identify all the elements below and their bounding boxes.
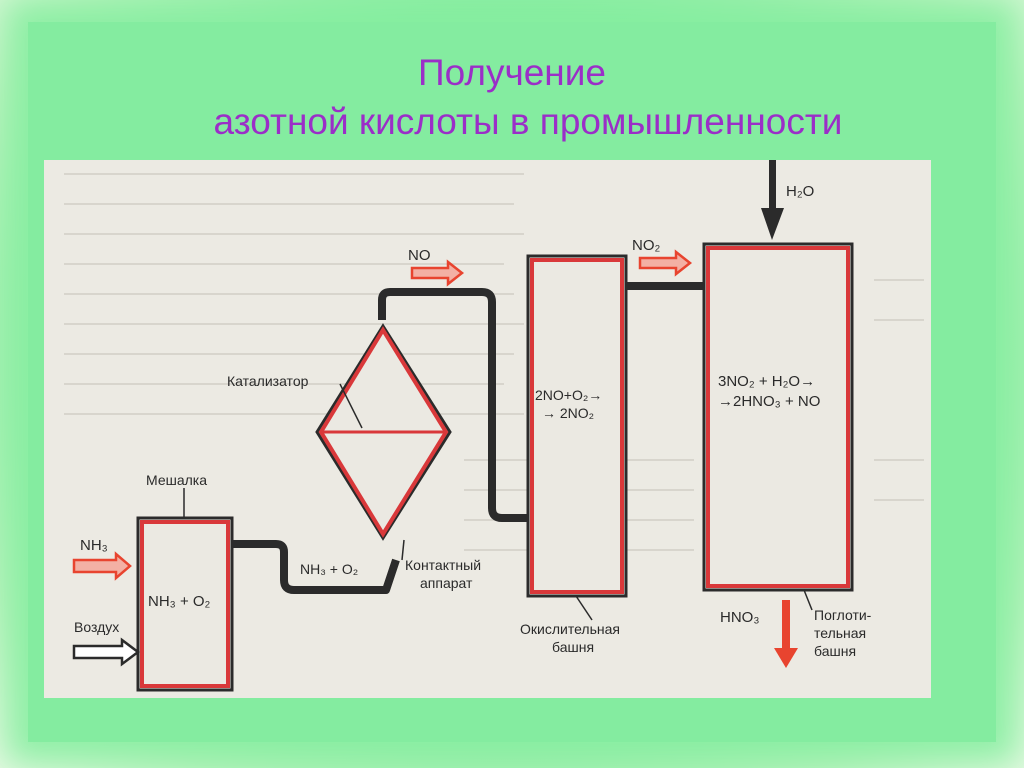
pipe-formula: NH₃ + O₂ <box>300 561 358 577</box>
contact-reactor <box>318 326 449 538</box>
hno3-label: HNO₃ <box>720 609 759 626</box>
no-label: NO <box>408 247 431 264</box>
contact-label-line-1: Контактный <box>405 557 481 573</box>
contact-label-line-2: аппарат <box>420 575 473 591</box>
air-inlet-arrow <box>72 637 141 667</box>
absorption-label-line-1: Поглоти- <box>814 607 872 623</box>
absorption-label-line-2: тельная <box>814 625 866 641</box>
oxidation-formula-line-1: 2NO+O₂→ <box>535 387 602 403</box>
mixer-formula: NH₃ + O₂ <box>148 593 211 610</box>
oxidation-label-line-2: башня <box>552 639 594 655</box>
no2-flow-arrow <box>638 249 693 277</box>
absorption-tower <box>706 246 850 588</box>
no-flow-arrow <box>410 259 465 287</box>
nh3-inlet-arrow <box>72 551 132 581</box>
slide-title-line-2: азотной кислоты в промышленности <box>213 101 843 142</box>
air-input-label: Воздух <box>74 619 119 635</box>
absorption-formula-line-2: →2HNO₃ + NO <box>718 393 820 410</box>
oxidation-label-line-1: Окислительная <box>520 621 620 637</box>
nh3-input-label: NH₃ <box>80 537 108 554</box>
h2o-label: H₂O <box>786 183 814 200</box>
water-inlet-arrow <box>761 160 784 240</box>
mixer-tank-outline <box>136 516 234 692</box>
absorption-tower-outline <box>702 242 854 592</box>
pipe-mixer-to-reactor <box>232 540 400 594</box>
hno3-outlet-arrow <box>774 600 798 668</box>
mixer-tank <box>140 520 230 688</box>
oxidation-tower-outline <box>526 254 628 598</box>
oxidation-tower <box>530 258 624 594</box>
no2-label: NO₂ <box>632 237 661 254</box>
pipe-reactor-to-oxidation <box>378 288 532 522</box>
process-diagram: Мешалка NH₃ + O₂ NH₃ Воздух NH₃ + O₂ Кат… <box>44 160 931 698</box>
absorption-formula-line-1: 3NO₂ + H₂O→ <box>718 373 815 390</box>
oxidation-leader-line <box>575 595 593 621</box>
oxidation-formula-line-2: → 2NO₂ <box>542 405 594 421</box>
catalyst-label: Катализатор <box>227 373 309 389</box>
catalyst-leader-line <box>339 383 363 429</box>
absorption-label-line-3: башня <box>814 643 856 659</box>
diagram-svg: Мешалка NH₃ + O₂ NH₃ Воздух NH₃ + O₂ Кат… <box>64 160 924 692</box>
absorption-leader-line <box>803 589 813 611</box>
contact-leader-line <box>401 539 405 561</box>
slide-title-line-1: Получение <box>418 52 606 93</box>
mixer-label: Мешалка <box>146 472 207 488</box>
